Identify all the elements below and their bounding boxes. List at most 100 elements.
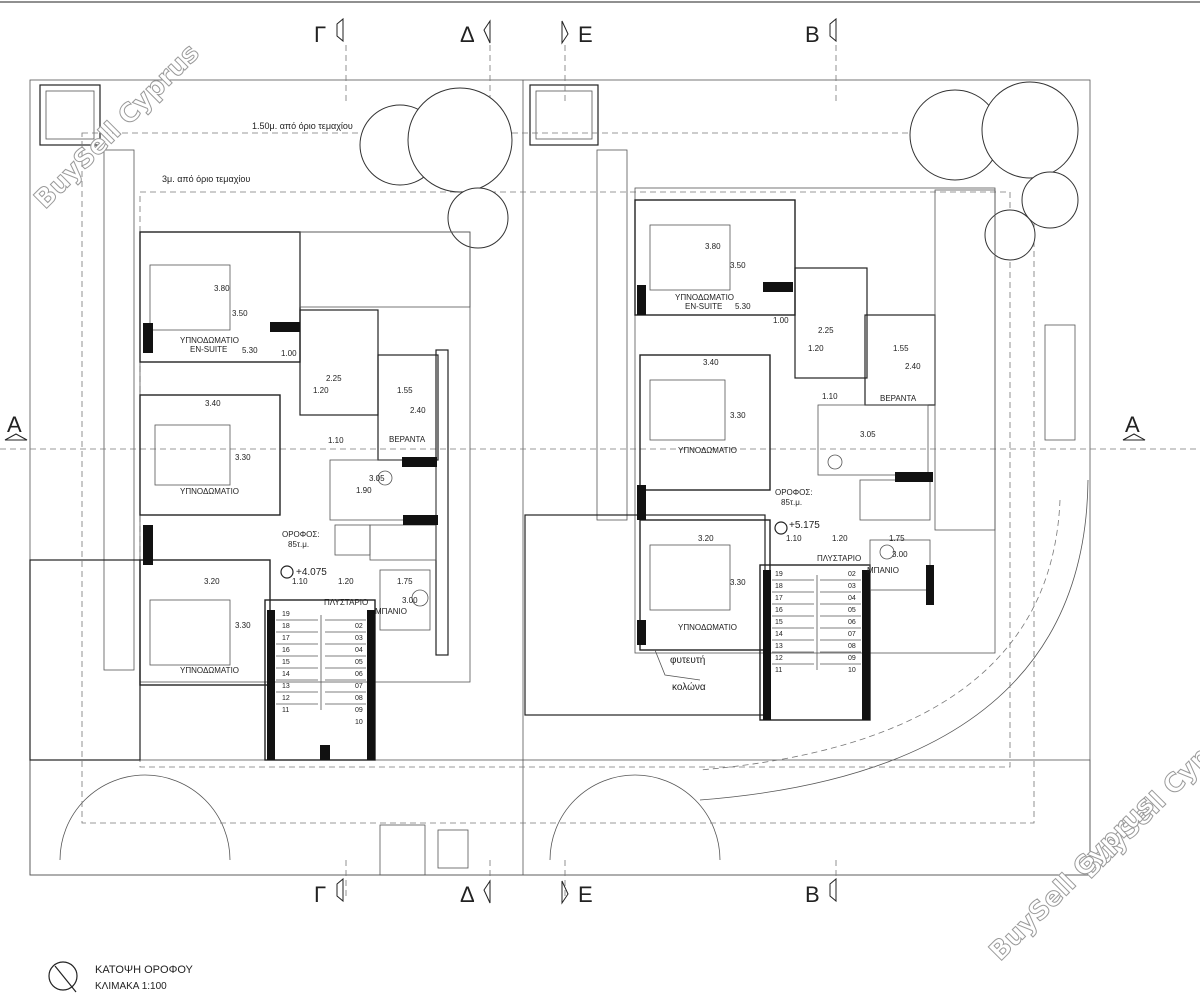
svg-text:3.80: 3.80: [214, 284, 230, 293]
svg-text:1.10: 1.10: [822, 392, 838, 401]
svg-text:16: 16: [282, 647, 290, 654]
svg-text:07: 07: [848, 631, 856, 638]
unit-left-walls: [29, 231, 471, 761]
section-marker-left: Α: [7, 412, 22, 437]
watermark-text: BuySell Cyprus: [984, 790, 1161, 967]
svg-text:3.00: 3.00: [892, 550, 908, 559]
level-mark: +4.075: [296, 567, 327, 578]
svg-text:13: 13: [775, 643, 783, 650]
room-label: EN-SUITE: [190, 345, 227, 354]
svg-text:3.50: 3.50: [730, 261, 746, 270]
svg-text:3.05: 3.05: [369, 474, 385, 483]
section-marker: Β: [805, 882, 820, 907]
svg-text:10: 10: [848, 667, 856, 674]
room-label: ΜΠΑΝΙΟ: [867, 566, 899, 575]
svg-text:3.20: 3.20: [204, 577, 220, 586]
svg-text:17: 17: [775, 595, 783, 602]
room-label: ΥΠΝΟΔΩΜΑΤΙΟ: [675, 293, 734, 302]
svg-text:3.80: 3.80: [705, 242, 721, 251]
svg-text:09: 09: [355, 707, 363, 714]
svg-text:12: 12: [775, 655, 783, 662]
room-label: ΒΕΡΑΝΤΑ: [389, 435, 426, 444]
watermark-text: BuySell Cyprus: [29, 38, 206, 215]
svg-text:05: 05: [848, 607, 856, 614]
svg-text:1.55: 1.55: [893, 344, 909, 353]
svg-text:3.30: 3.30: [235, 453, 251, 462]
svg-text:3.30: 3.30: [730, 411, 746, 420]
svg-text:11: 11: [282, 707, 289, 714]
svg-text:16: 16: [775, 607, 783, 614]
svg-text:1.20: 1.20: [338, 577, 354, 586]
section-marker: Β: [805, 22, 820, 47]
svg-text:10: 10: [355, 719, 363, 726]
section-marker: Γ: [314, 882, 326, 907]
svg-text:06: 06: [848, 619, 856, 626]
floor-label: ΟΡΟΦΟΣ:: [775, 488, 813, 497]
svg-text:09: 09: [848, 655, 856, 662]
svg-text:05: 05: [355, 659, 363, 666]
unit-left-labels: ΥΠΝΟΔΩΜΑΤΙΟ EN-SUITE ΥΠΝΟΔΩΜΑΤΙΟ ΥΠΝΟΔΩΜ…: [180, 284, 426, 675]
svg-text:3.40: 3.40: [205, 399, 221, 408]
svg-text:08: 08: [848, 643, 856, 650]
north-arrow-icon: [48, 961, 78, 991]
svg-text:1.10: 1.10: [328, 436, 344, 445]
section-marker-right: Α: [1125, 412, 1140, 437]
svg-text:1.00: 1.00: [773, 316, 789, 325]
unit-right-walls: [524, 187, 996, 721]
room-label: ΥΠΝΟΔΩΜΑΤΙΟ: [180, 487, 239, 496]
svg-text:19: 19: [282, 611, 290, 618]
setback-label-3: 3μ. από όριο τεμαχίου: [162, 174, 250, 184]
room-label: ΥΠΝΟΔΩΜΑΤΙΟ: [678, 446, 737, 455]
svg-text:2.40: 2.40: [410, 406, 426, 415]
section-markers-bottom: Γ Δ Ε Β: [314, 877, 837, 907]
floor-label: ΟΡΟΦΟΣ:: [282, 530, 320, 539]
svg-text:1.20: 1.20: [313, 386, 329, 395]
floor-area: 85τ.μ.: [288, 540, 309, 549]
svg-text:07: 07: [355, 683, 363, 690]
svg-text:11: 11: [775, 667, 782, 674]
svg-text:15: 15: [775, 619, 783, 626]
svg-text:3.40: 3.40: [703, 358, 719, 367]
section-marker: Δ: [460, 22, 475, 47]
svg-text:02: 02: [848, 571, 856, 578]
drawing-title: ΚΑΤΟΨΗ ΟΡΟΦΟΥ: [95, 964, 194, 976]
svg-text:5.30: 5.30: [735, 302, 751, 311]
room-label: ΠΛΥΣΤΑΡΙΟ: [817, 554, 861, 563]
svg-text:15: 15: [282, 659, 290, 666]
planter-label: κολώνα: [672, 681, 706, 693]
svg-text:1.00: 1.00: [281, 349, 297, 358]
svg-text:1.10: 1.10: [786, 534, 802, 543]
planter-label: φυτευτή: [670, 654, 705, 666]
section-markers-top: Γ Δ Ε Β: [314, 17, 837, 47]
svg-text:2.25: 2.25: [326, 374, 342, 383]
svg-text:5.30: 5.30: [242, 346, 258, 355]
svg-text:3.00: 3.00: [402, 596, 418, 605]
room-label: ΜΠΑΝΙΟ: [375, 607, 407, 616]
svg-text:2.25: 2.25: [818, 326, 834, 335]
svg-text:1.90: 1.90: [356, 486, 372, 495]
svg-text:3.30: 3.30: [730, 578, 746, 587]
svg-text:19: 19: [775, 571, 783, 578]
room-label: ΒΕΡΑΝΤΑ: [880, 394, 917, 403]
title-block: ΚΑΤΟΨΗ ΟΡΟΦΟΥ ΚΛΙΜΑΚΑ 1:100: [48, 961, 194, 993]
room-label: EN-SUITE: [685, 302, 722, 311]
svg-text:1.20: 1.20: [808, 344, 824, 353]
svg-text:17: 17: [282, 635, 290, 642]
svg-text:18: 18: [282, 623, 290, 630]
trees: [359, 81, 1079, 261]
svg-text:3.50: 3.50: [232, 309, 248, 318]
room-label: ΥΠΝΟΔΩΜΑΤΙΟ: [678, 623, 737, 632]
svg-text:1.75: 1.75: [397, 577, 413, 586]
section-markers-side: Α Α: [4, 412, 1146, 441]
room-label: ΥΠΝΟΔΩΜΑΤΙΟ: [180, 666, 239, 675]
svg-text:03: 03: [848, 583, 856, 590]
stair-numbers-right: 19 18 17 16 15 14 13 12 11 02 03 04 05 0…: [775, 571, 856, 674]
svg-text:06: 06: [355, 671, 363, 678]
room-label: ΠΛΥΣΤΑΡΙΟ: [324, 598, 368, 607]
svg-text:1.55: 1.55: [397, 386, 413, 395]
svg-text:03: 03: [355, 635, 363, 642]
svg-text:2.40: 2.40: [905, 362, 921, 371]
svg-text:3.30: 3.30: [235, 621, 251, 630]
svg-text:04: 04: [848, 595, 856, 602]
unit-right-labels: ΥΠΝΟΔΩΜΑΤΙΟ EN-SUITE ΥΠΝΟΔΩΜΑΤΙΟ ΥΠΝΟΔΩΜ…: [670, 242, 921, 693]
